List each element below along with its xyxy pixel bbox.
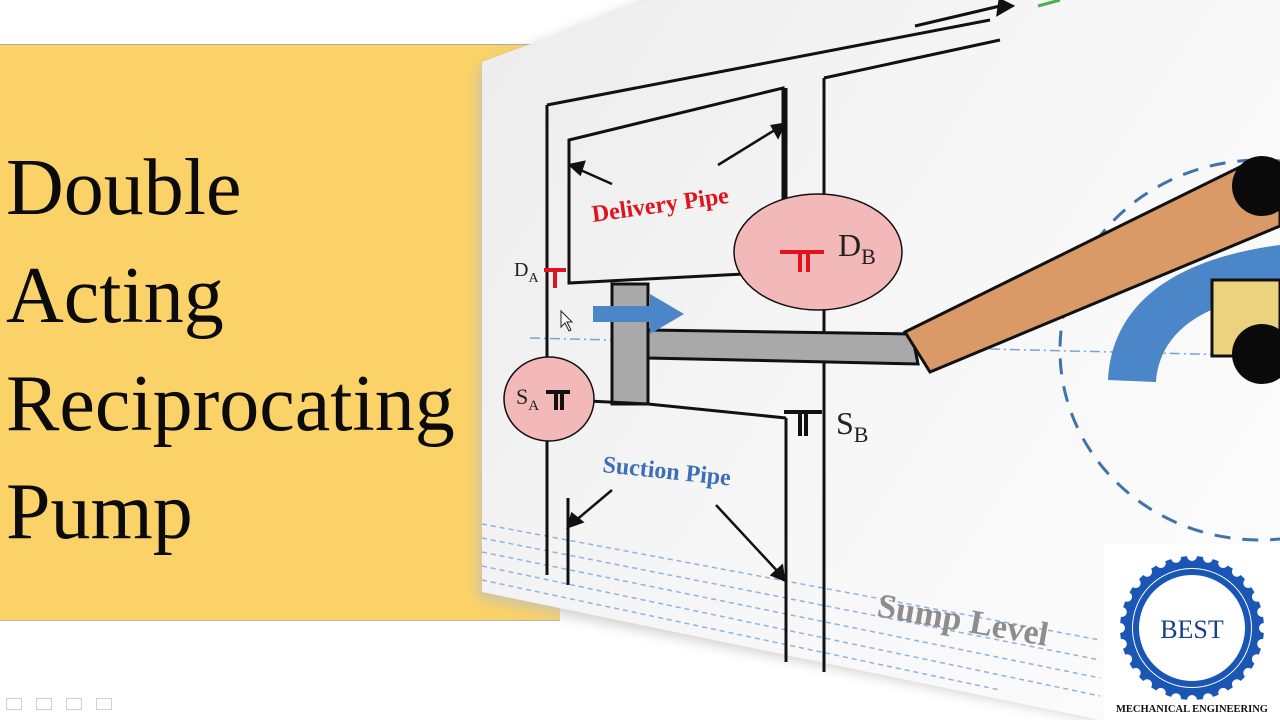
pump-casing — [545, 18, 1001, 672]
gear-notch — [1187, 695, 1197, 705]
gear-notch — [1203, 552, 1213, 563]
crank-pin-top — [1232, 156, 1280, 216]
gear-notch — [1187, 551, 1197, 561]
gear-notch — [1251, 654, 1262, 665]
gear-notch — [1116, 607, 1127, 617]
prev-slide-icon[interactable] — [6, 698, 22, 710]
title-line-2: Acting — [6, 252, 224, 340]
gear-notch — [1231, 566, 1242, 577]
valve-sa-circle — [503, 356, 595, 442]
gear-notch — [1203, 693, 1213, 704]
valve-da-label: DA — [514, 259, 539, 286]
valve-sa-symbol — [546, 390, 570, 410]
gear-logo-icon: BEST MECHANICAL ENGINEERING — [1115, 551, 1269, 715]
gear-notch — [1122, 654, 1133, 665]
gear-notch — [1218, 687, 1229, 698]
gear-notch — [1218, 558, 1229, 569]
gear-notch — [1142, 566, 1153, 577]
mouse-cursor-icon — [560, 309, 574, 332]
valve-sb-label: SB — [836, 405, 868, 447]
title-line-3: Reciprocating — [6, 360, 455, 448]
gear-notch — [1142, 679, 1153, 690]
gear-notch — [1243, 578, 1254, 589]
gear-notch — [1257, 639, 1268, 649]
gear-notch — [1171, 693, 1181, 704]
piston-rod — [646, 328, 920, 366]
gear-notch — [1122, 591, 1133, 602]
title-panel — [0, 45, 560, 620]
title-line-1: Double — [6, 144, 242, 232]
gear-notch — [1243, 667, 1254, 678]
pen-tool-icon[interactable] — [36, 698, 52, 710]
slide-title: Double Acting Reciprocating Pump — [6, 134, 455, 566]
gear-notch — [1257, 607, 1268, 617]
gear-notch — [1231, 679, 1242, 690]
next-slide-icon[interactable] — [96, 698, 112, 710]
gear-notch — [1130, 667, 1141, 678]
title-line-4: Pump — [6, 468, 193, 556]
slides-menu-icon[interactable] — [66, 698, 82, 710]
crank-pin-bottom — [1232, 324, 1280, 384]
logo-name: BEST — [1160, 615, 1224, 644]
gear-notch — [1259, 623, 1269, 633]
suction-pipe-arrows — [566, 489, 786, 582]
slide-bottom-rule — [0, 620, 560, 621]
gear-notch — [1155, 687, 1166, 698]
best-logo: BEST MECHANICAL ENGINEERING — [1104, 544, 1280, 720]
gear-notch — [1116, 639, 1127, 649]
piston — [610, 282, 650, 406]
gear-notch — [1115, 623, 1125, 633]
valve-db-label: DB — [838, 227, 876, 269]
valve-db-symbol — [780, 250, 824, 272]
delivery-pipe-arrows — [567, 122, 787, 186]
gear-notch — [1171, 552, 1181, 563]
gear-notch — [1251, 591, 1262, 602]
valve-sa-label: SA — [516, 384, 539, 414]
valve-sb-symbol — [784, 410, 822, 436]
valve-da-symbol — [544, 268, 566, 288]
gear-notch — [1155, 558, 1166, 569]
slideshow-controls[interactable] — [6, 698, 112, 710]
connecting-rod — [902, 160, 1280, 374]
sump-level-lines — [481, 523, 1101, 697]
gear-notch — [1130, 578, 1141, 589]
top-flow-arrows — [914, 0, 1016, 28]
slide-top-rule — [0, 44, 560, 45]
logo-tagline: MECHANICAL ENGINEERING — [1116, 704, 1268, 715]
piston-direction-arrow — [593, 294, 684, 334]
top-green-arrow — [1037, 0, 1061, 8]
